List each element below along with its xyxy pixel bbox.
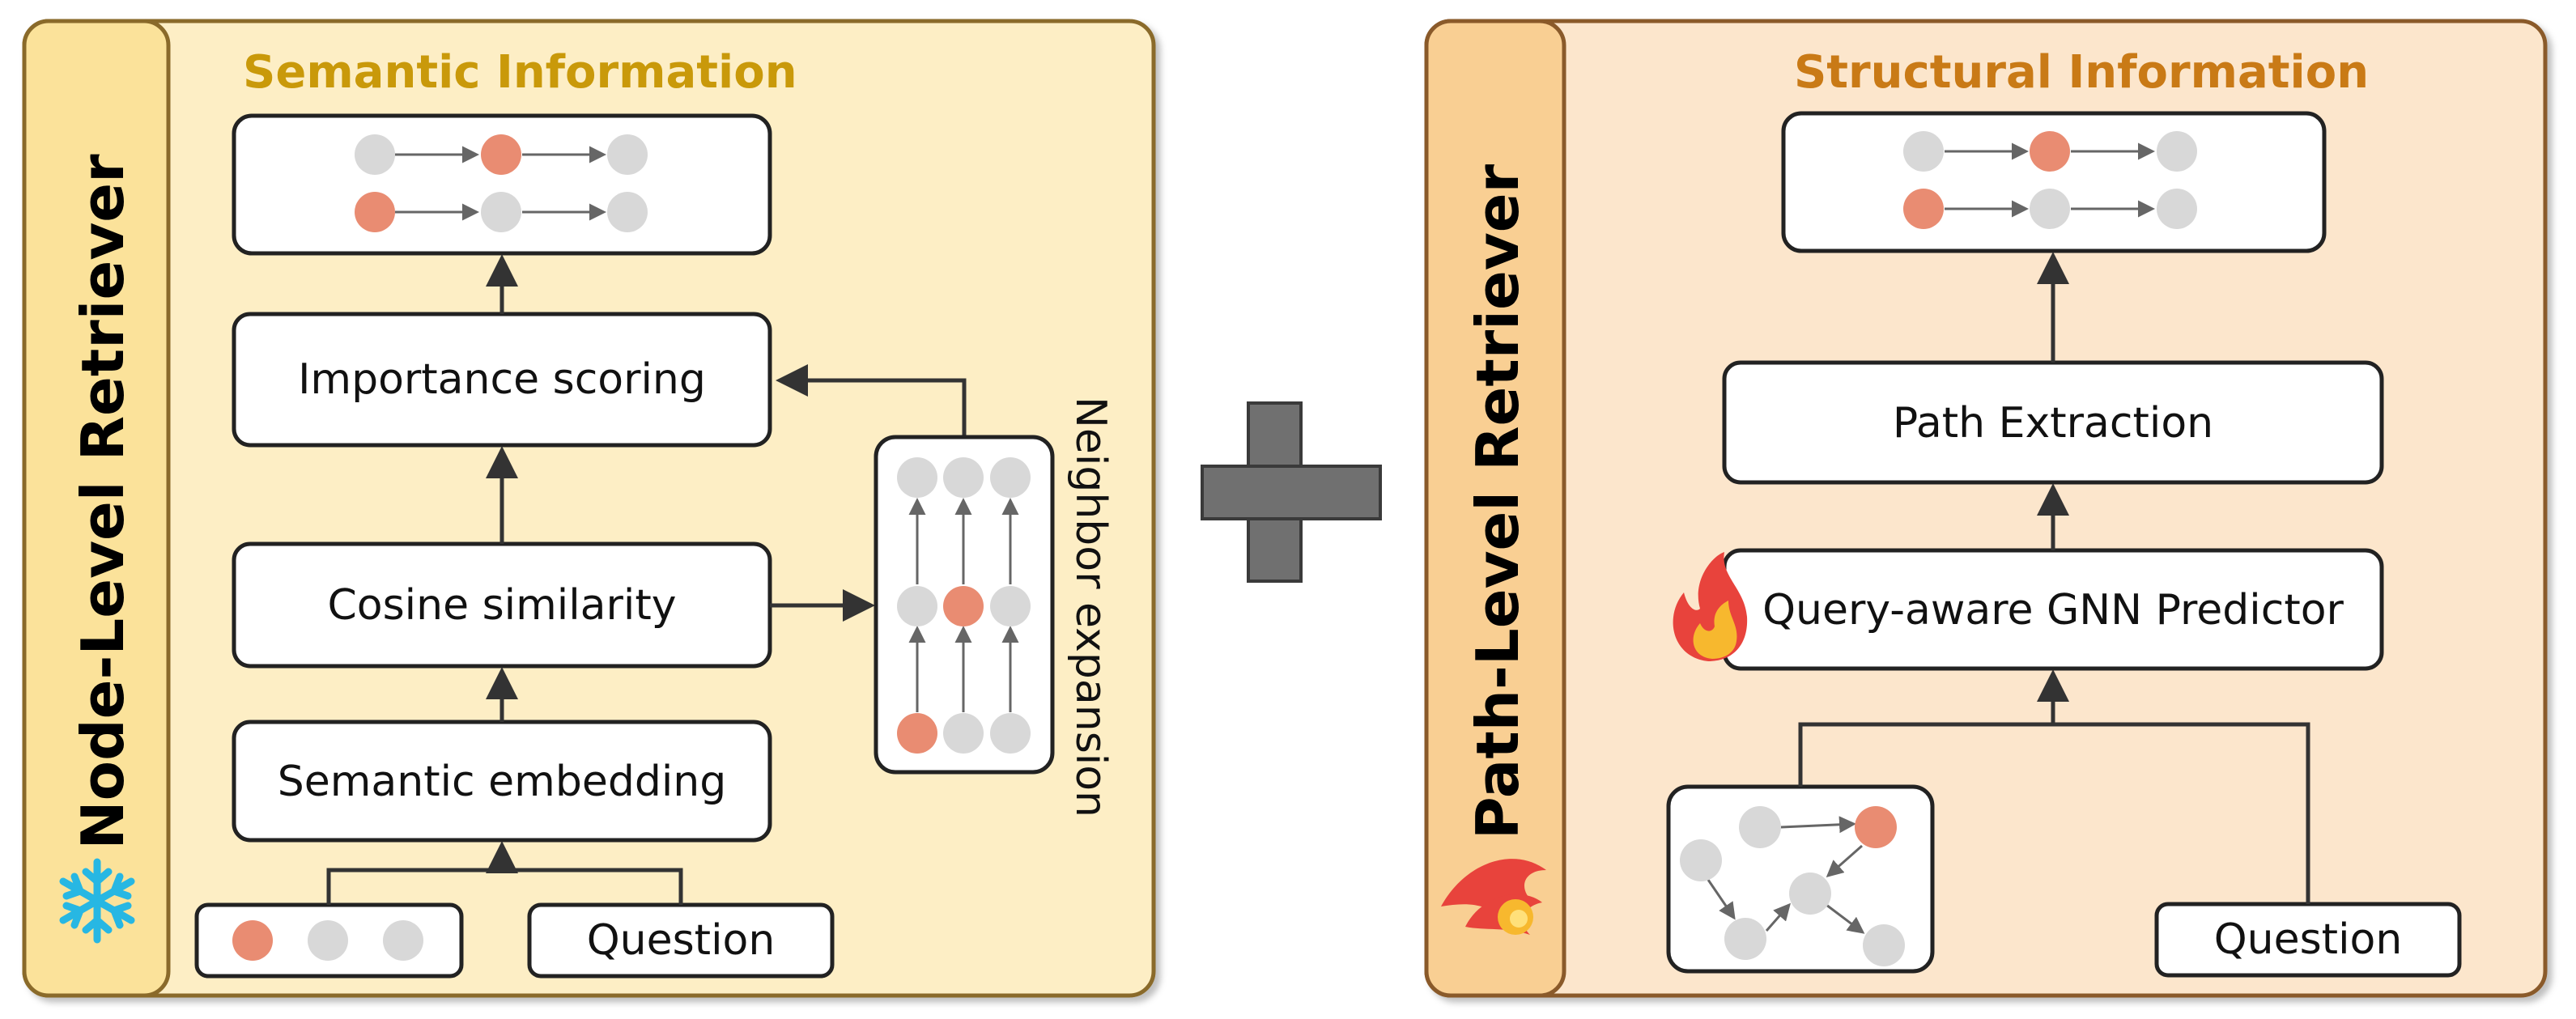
node-level-panel: Node-Level Retriever Semantic Informatio… (22, 19, 1156, 998)
graph-node (1855, 806, 1897, 848)
graph-node (1724, 918, 1766, 960)
graph-node (990, 586, 1031, 626)
semantic-embedding-label: Semantic embedding (278, 758, 727, 806)
graph-node (897, 713, 937, 754)
left-side-tab (22, 19, 171, 998)
snowflake-icon (59, 858, 135, 944)
graph-node (1903, 131, 1944, 172)
graph-node (308, 920, 348, 961)
right-question-label: Question (2214, 915, 2403, 964)
graph-node (607, 192, 648, 232)
graph-node (990, 457, 1031, 498)
flame-icon (1441, 859, 1546, 935)
graph-node (2157, 189, 2197, 229)
path-level-panel: Path-Level Retriever Structural Informat… (1424, 19, 2548, 998)
graph-node (1739, 806, 1781, 848)
importance-scoring-label: Importance scoring (298, 355, 706, 404)
graph-node (943, 586, 984, 626)
gnn-predictor-label: Query-aware GNN Predictor (1762, 586, 2344, 635)
fire-icon (1673, 552, 1748, 661)
structural-paths (1903, 131, 2197, 229)
graph-node (383, 920, 423, 961)
right-side-tab (1424, 19, 1566, 998)
structural-information-header: Structural Information (1794, 46, 2369, 99)
path-level-retriever-label: Path-Level Retriever (1464, 163, 1532, 839)
graph-node (355, 192, 395, 232)
semantic-information-header: Semantic Information (243, 46, 797, 99)
graph-node (2157, 131, 2197, 172)
neighbor-expansion-graph (897, 457, 1031, 754)
graph-node (1680, 839, 1722, 881)
graph-node (897, 457, 937, 498)
graph-node (481, 134, 521, 175)
graph-node (990, 713, 1031, 754)
graph-node (481, 192, 521, 232)
graph-node (1903, 189, 1944, 229)
neighbor-expansion-label: Neighbor expansion (1066, 397, 1115, 817)
cosine-similarity-label: Cosine similarity (327, 581, 676, 630)
graph-node (2030, 131, 2070, 172)
graph-node (1863, 924, 1905, 966)
graph-node (355, 134, 395, 175)
input-graph (1680, 806, 1905, 966)
graph-node (1789, 873, 1831, 915)
path-extraction-label: Path Extraction (1893, 399, 2213, 448)
semantic-paths (355, 134, 648, 232)
graph-node (943, 713, 984, 754)
plus-icon (1201, 401, 1382, 583)
graph-node (232, 920, 273, 961)
node-level-retriever-label: Node-Level Retriever (69, 154, 137, 850)
graph-node (943, 457, 984, 498)
graph-node (897, 586, 937, 626)
left-question-label: Question (587, 916, 776, 965)
graph-node (2030, 189, 2070, 229)
graph-node (607, 134, 648, 175)
